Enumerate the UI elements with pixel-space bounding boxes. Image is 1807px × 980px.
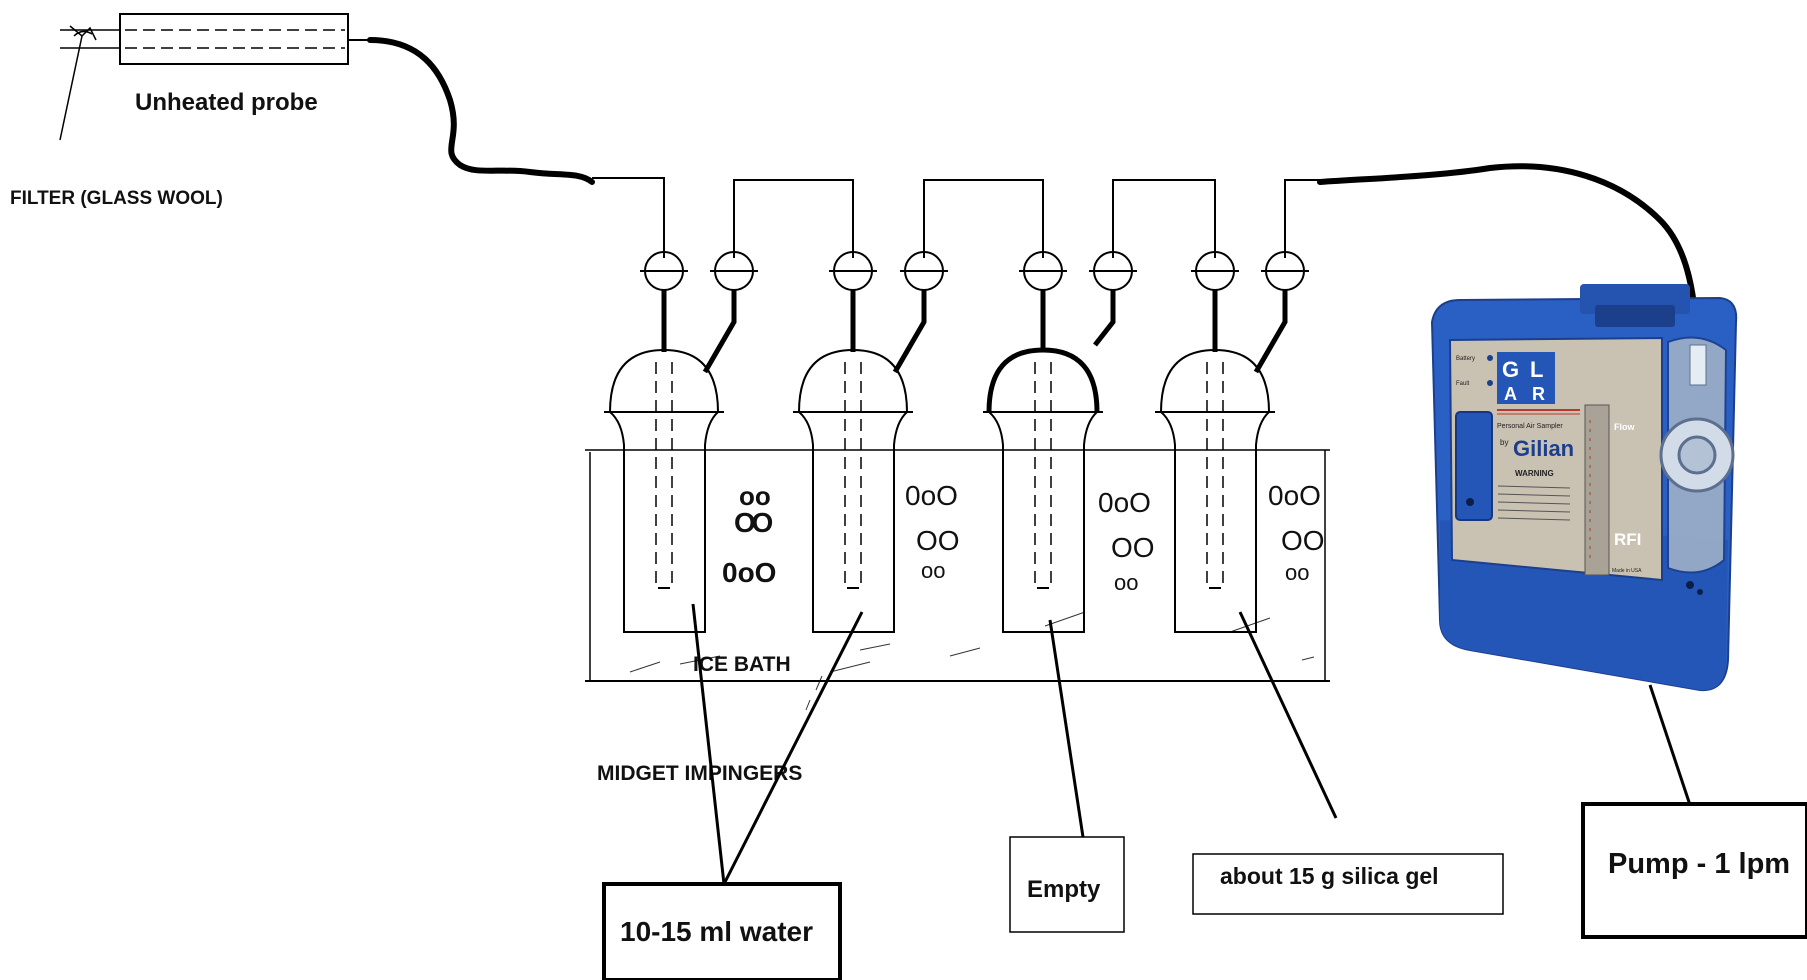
pump-by: by <box>1500 438 1508 447</box>
bubbles-1-bot: 0oO <box>722 557 776 588</box>
brand-letter-g: G <box>1502 357 1519 382</box>
bubbles-3-bot: oo <box>1114 570 1138 595</box>
pump-warning: WARNING <box>1515 469 1554 478</box>
silica-label: about 15 g silica gel <box>1220 863 1439 889</box>
brand-letter-l: L <box>1530 357 1543 382</box>
probe-label: Unheated probe <box>135 89 318 116</box>
pump-made-in: Made in USA <box>1612 568 1642 574</box>
pump-model: RFI <box>1614 530 1641 549</box>
bubbles-4-top: 0oO <box>1268 480 1321 511</box>
pump-label: Pump - 1 lpm <box>1608 848 1790 880</box>
bubbles-4-bot: oo <box>1285 560 1309 585</box>
empty-label: Empty <box>1027 876 1101 903</box>
unheated-probe <box>60 14 370 64</box>
brand-letter-a: A <box>1504 384 1517 404</box>
filter-label: FILTER (GLASS WOOL) <box>10 188 223 209</box>
bubbles-1-mid: O O <box>734 507 773 538</box>
pump-flow: Flow <box>1614 422 1635 432</box>
water-label: 10-15 ml water <box>620 916 813 947</box>
bubbles-4-mid: OO <box>1281 525 1325 556</box>
bubbles-2-bot: oo <box>921 558 945 583</box>
pump-battery: Battery <box>1456 356 1475 362</box>
gilian-pump: G L A R Personal Air Sampler by Gilian W… <box>1432 284 1736 690</box>
filter-glass-wool <box>60 26 96 140</box>
pump-subtitle: Personal Air Sampler <box>1497 423 1563 430</box>
bubbles-2-mid: OO <box>916 525 960 556</box>
bubbles-3-mid: OO <box>1111 532 1155 563</box>
pump-fault: Fault <box>1456 381 1470 387</box>
impingers-label: MIDGET IMPINGERS <box>597 762 802 785</box>
bubbles-3-top: 0oO <box>1098 487 1151 518</box>
impinger-tubing <box>592 178 1320 258</box>
brand-letter-r: R <box>1532 384 1545 404</box>
bubbles-2-top: 0oO <box>905 480 958 511</box>
sample-hose <box>370 40 592 182</box>
pump-maker: Gilian <box>1513 436 1574 461</box>
ice-bath-label: ICE BATH <box>693 653 791 676</box>
